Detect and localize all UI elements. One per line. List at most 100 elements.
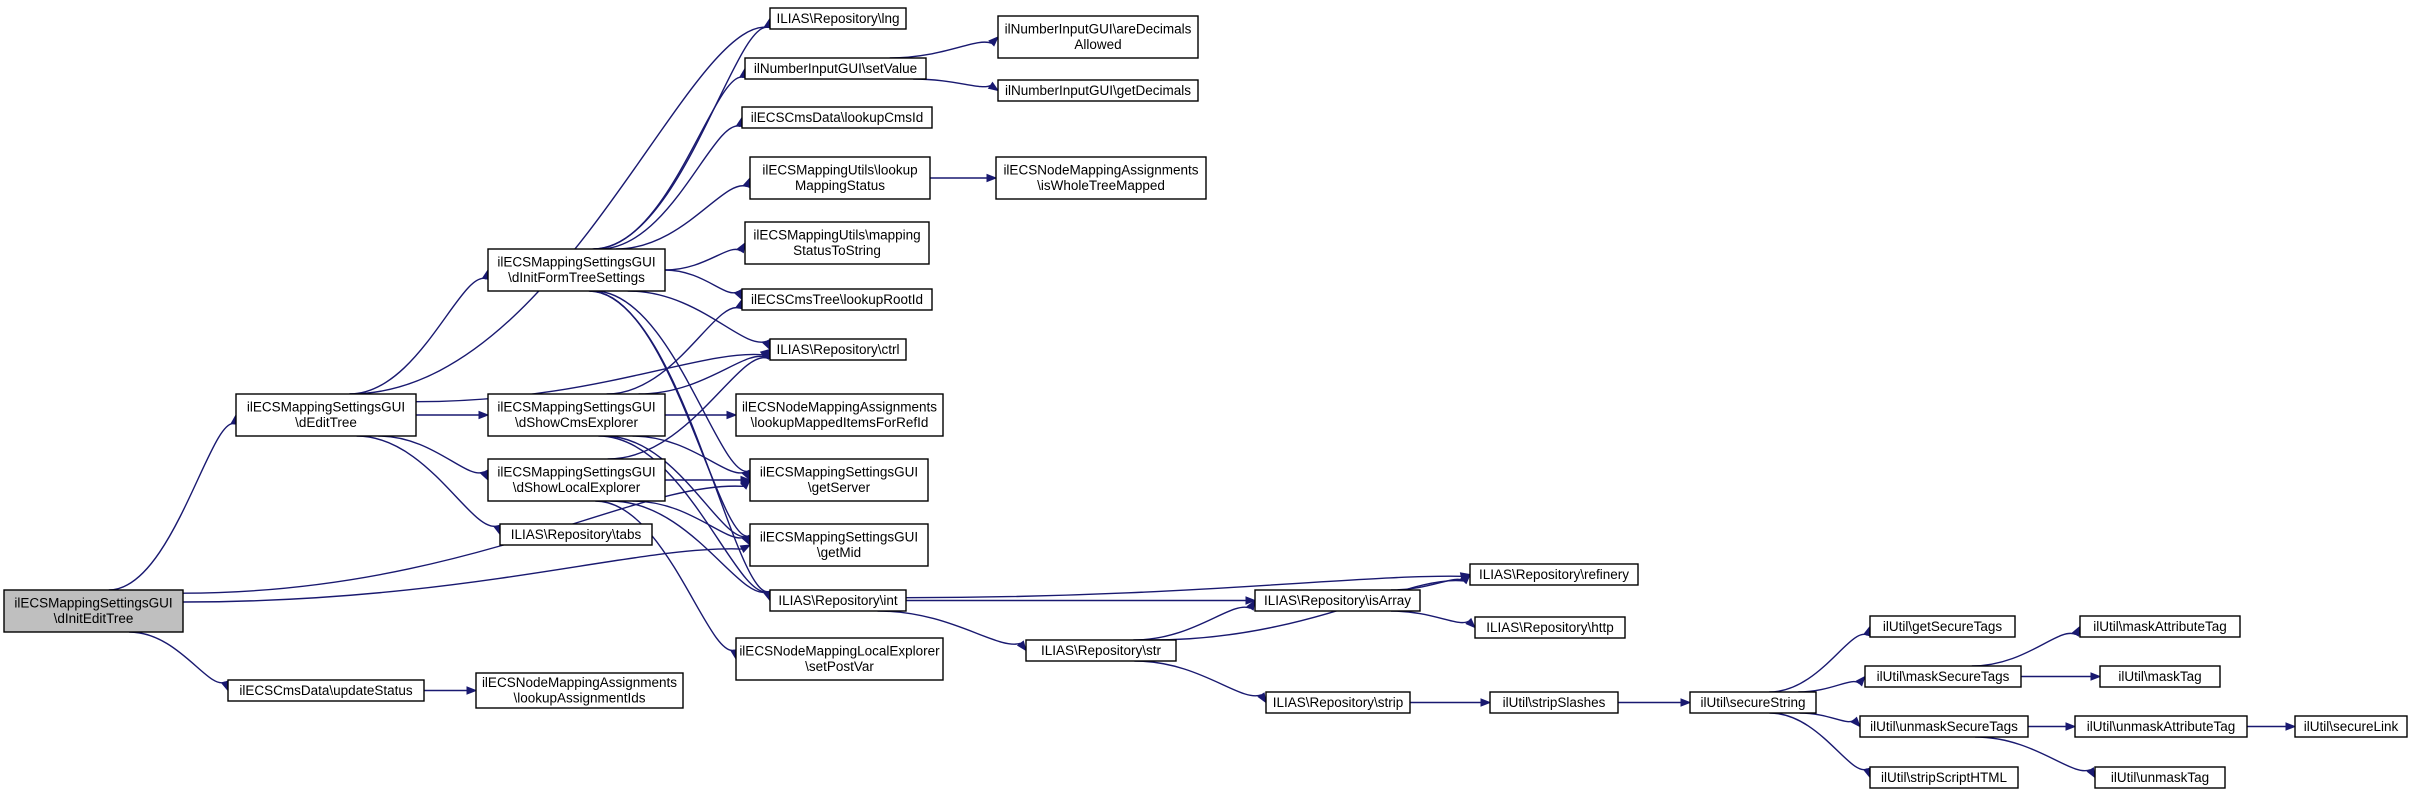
- edge-arrowhead: [2071, 625, 2081, 637]
- edge-line: [627, 290, 767, 343]
- node-label: ilUtil\secureLink: [2304, 719, 2399, 734]
- node-showLocal[interactable]: ilECSMappingSettingsGUI\dShowLocalExplor…: [487, 458, 666, 502]
- node-isArray[interactable]: ILIAS\Repository\isArray: [1254, 589, 1421, 612]
- node-box: [1265, 691, 1411, 714]
- node-box: [1859, 715, 2029, 738]
- node-secureString[interactable]: ilUtil\secureString: [1689, 691, 1817, 714]
- node-maskSecureTags[interactable]: ilUtil\maskSecureTags: [1864, 665, 2022, 688]
- edge-str-to-isArray: [1133, 599, 1256, 641]
- edge-initFormTree-to-getServer: [593, 290, 753, 482]
- edge-arrowhead: [1245, 596, 1257, 605]
- edge-showLocal-to-getServer: [665, 475, 752, 485]
- node-label: ilECSMappingSettingsGUI: [497, 465, 655, 480]
- node-updateStatus[interactable]: ilECSCmsData\updateStatus: [227, 679, 425, 702]
- edge-root-to-editTree: [108, 413, 239, 591]
- node-label: \isWholeTreeMapped: [1037, 178, 1165, 193]
- edge-showCms-to-ctrl: [638, 348, 771, 395]
- node-showCms[interactable]: ilECSMappingSettingsGUI\dShowCmsExplorer: [487, 393, 666, 437]
- node-label: ilECSMappingSettingsGUI: [497, 255, 655, 270]
- node-label: ilECSNodeMappingAssignments: [1003, 163, 1198, 178]
- node-label: ilUtil\maskTag: [2118, 669, 2201, 684]
- node-http[interactable]: ILIAS\Repository\http: [1474, 616, 1626, 639]
- edge-line: [1134, 660, 1262, 697]
- node-box: [1025, 639, 1177, 662]
- edge-editTree-to-showCms: [416, 410, 490, 420]
- node-lookupAssignmentIds[interactable]: ilECSNodeMappingAssignments\lookupAssign…: [475, 672, 684, 709]
- node-label: StatusToString: [793, 243, 881, 258]
- node-label: Allowed: [1074, 37, 1121, 52]
- node-label: \lookupAssignmentIds: [513, 691, 645, 706]
- edge-line: [664, 248, 741, 271]
- node-unmaskTag[interactable]: ilUtil\unmaskTag: [2094, 766, 2226, 789]
- node-label: ilECSMappingSettingsGUI: [14, 596, 172, 611]
- edge-strip-to-stripSlashes: [1410, 698, 1492, 707]
- node-setPostVar[interactable]: ilECSNodeMappingLocalExplorer\setPostVar: [735, 637, 944, 681]
- edge-arrowhead: [1465, 617, 1476, 629]
- edge-line: [593, 290, 749, 472]
- edge-line: [664, 269, 739, 294]
- node-box: [227, 679, 425, 702]
- node-str[interactable]: ILIAS\Repository\str: [1025, 639, 1177, 662]
- node-getSecureTags[interactable]: ilUtil\getSecureTags: [1869, 615, 2016, 638]
- edge-arrowhead: [478, 410, 490, 420]
- node-unmaskAttributeTag[interactable]: ilUtil\unmaskAttributeTag: [2074, 715, 2248, 738]
- node-editTree[interactable]: ilECSMappingSettingsGUI\dEditTree: [235, 393, 417, 437]
- node-label: ilNumberInputGUI\getDecimals: [1005, 83, 1191, 98]
- node-box: [2094, 766, 2226, 789]
- edge-arrowhead: [466, 686, 478, 695]
- node-box: [499, 523, 653, 546]
- node-box: [2294, 715, 2408, 738]
- edge-unmaskAttributeTag-to-secureLink: [2247, 722, 2297, 731]
- node-getServer[interactable]: ilECSMappingSettingsGUI\getServer: [749, 458, 929, 502]
- edge-line: [356, 435, 498, 527]
- node-int[interactable]: ILIAS\Repository\int: [769, 589, 907, 612]
- node-label: ilECSMappingSettingsGUI: [760, 530, 918, 545]
- node-box: [1474, 616, 1626, 639]
- node-strip[interactable]: ILIAS\Repository\strip: [1265, 691, 1411, 714]
- node-label: ILIAS\Repository\lng: [776, 11, 899, 26]
- node-maskTag[interactable]: ilUtil\maskTag: [2099, 665, 2221, 688]
- node-maskAttributeTag[interactable]: ilUtil\maskAttributeTag: [2079, 615, 2241, 638]
- node-getDecimals[interactable]: ilNumberInputGUI\getDecimals: [997, 79, 1199, 102]
- node-refinery[interactable]: ILIAS\Repository\refinery: [1469, 563, 1639, 586]
- edge-arrowhead: [726, 410, 738, 420]
- node-stripSlashes[interactable]: ilUtil\stripSlashes: [1489, 691, 1619, 714]
- edge-root-to-updateStatus: [129, 631, 229, 692]
- edge-initFormTree-to-mappingStatusToString: [664, 241, 746, 271]
- node-stripScriptHTML[interactable]: ilUtil\stripScriptHTML: [1869, 766, 2019, 789]
- edge-editTree-to-initFormTree: [349, 268, 491, 395]
- node-label: ilUtil\unmaskAttributeTag: [2087, 719, 2236, 734]
- node-lookupMappedItems[interactable]: ilECSNodeMappingAssignments\lookupMapped…: [735, 393, 944, 437]
- edge-arrowhead: [1850, 716, 1861, 728]
- edge-arrowhead: [1460, 573, 1471, 585]
- node-initFormTree[interactable]: ilECSMappingSettingsGUI\dInitFormTreeSet…: [487, 248, 666, 292]
- node-root[interactable]: ilECSMappingSettingsGUI\dInitEditTree: [3, 589, 184, 633]
- node-label: ilECSCmsData\updateStatus: [239, 683, 413, 698]
- node-unmaskSecureTags[interactable]: ilUtil\unmaskSecureTags: [1859, 715, 2029, 738]
- node-label: ILIAS\Repository\tabs: [511, 527, 642, 542]
- node-box: [744, 57, 927, 80]
- node-label: ILIAS\Repository\http: [1486, 620, 1614, 635]
- node-ctrl[interactable]: ILIAS\Repository\ctrl: [769, 338, 907, 361]
- node-label: ILIAS\Repository\str: [1041, 643, 1162, 658]
- node-getMid[interactable]: ilECSMappingSettingsGUI\getMid: [749, 523, 929, 567]
- edge-line: [607, 357, 768, 460]
- node-label: ilECSNodeMappingLocalExplorer: [739, 644, 940, 659]
- node-tabs[interactable]: ILIAS\Repository\tabs: [499, 523, 653, 546]
- node-label: \lookupMappedItemsForRefId: [751, 415, 929, 430]
- node-isWholeTreeMapped[interactable]: ilECSNodeMappingAssignments\isWholeTreeM…: [995, 156, 1207, 200]
- node-secureLink[interactable]: ilUtil\secureLink: [2294, 715, 2408, 738]
- edge-showCms-to-lookupRootId: [606, 298, 744, 395]
- edge-arrowhead: [1480, 698, 1492, 707]
- node-setValue[interactable]: ilNumberInputGUI\setValue: [744, 57, 927, 80]
- node-box: [741, 106, 933, 129]
- node-box: [735, 393, 944, 437]
- node-lookupRootId[interactable]: ilECSCmsTree\lookupRootId: [741, 288, 933, 311]
- node-lookupCmsId[interactable]: ilECSCmsData\lookupCmsId: [741, 106, 933, 129]
- node-lng[interactable]: ILIAS\Repository\lng: [769, 7, 907, 30]
- edge-line: [182, 485, 744, 594]
